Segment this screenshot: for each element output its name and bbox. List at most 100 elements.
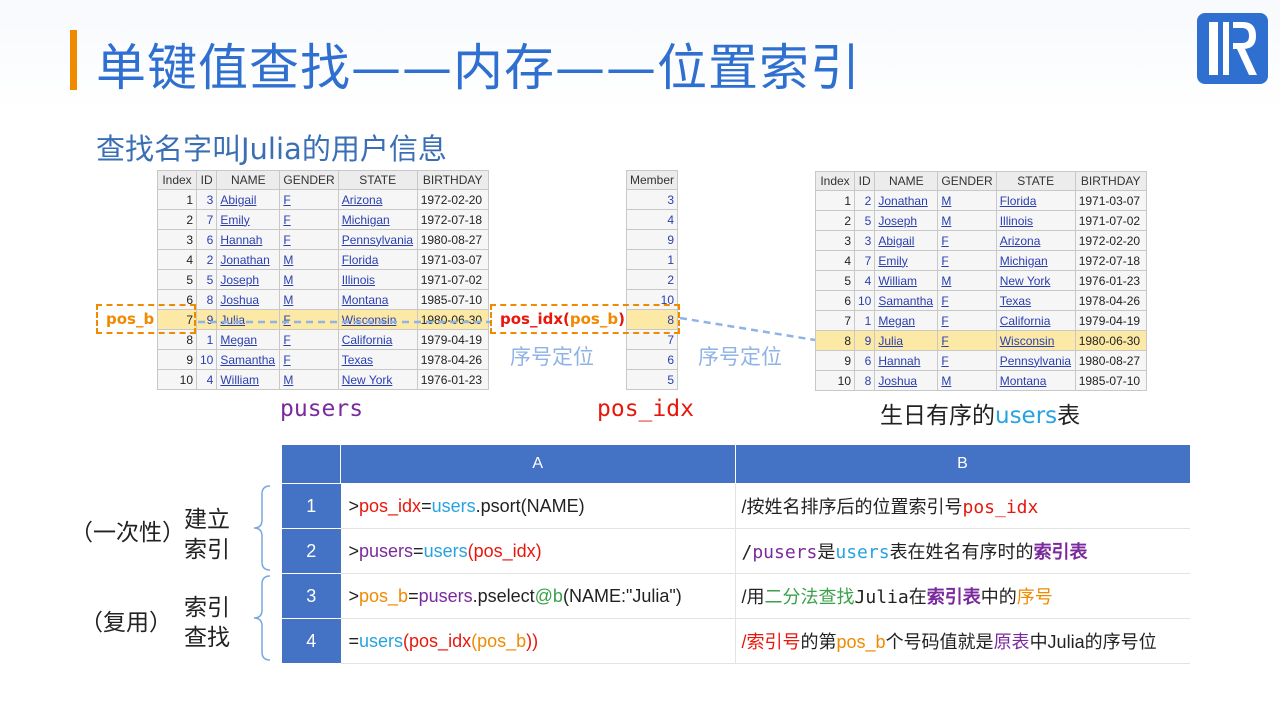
table-cell[interactable]: F — [279, 349, 339, 370]
column-header[interactable]: ID — [195, 170, 218, 190]
table-cell[interactable]: Hannah — [874, 350, 939, 371]
table-cell[interactable]: Florida — [337, 249, 418, 270]
table-cell: 7 — [157, 309, 197, 330]
code-cell-a3[interactable]: >pos_b=pusers.pselect@b(NAME:"Julia") — [340, 573, 736, 619]
code-row[interactable]: 4 =users(pos_idx(pos_b)) /索引号的第pos_b个号码值… — [282, 618, 1190, 664]
table-row[interactable]: 9 — [625, 229, 679, 250]
table-cell[interactable]: Pennsylvania — [337, 229, 418, 250]
table-cell[interactable]: Florida — [995, 190, 1076, 211]
code-cell-b1[interactable]: /按姓名排序后的位置索引号pos_idx — [735, 483, 1190, 529]
table-cell[interactable]: New York — [995, 270, 1076, 291]
table-cell[interactable]: Megan — [874, 310, 939, 331]
table-cell[interactable]: M — [279, 269, 339, 290]
table-cell[interactable]: Arizona — [995, 230, 1076, 251]
table-cell[interactable]: M — [279, 249, 339, 270]
table-cell[interactable]: F — [279, 209, 339, 230]
table-cell[interactable]: Michigan — [995, 250, 1076, 271]
table-cell[interactable]: Wisconsin — [995, 330, 1076, 351]
table-cell[interactable]: Samantha — [874, 290, 939, 311]
table-cell[interactable]: California — [337, 329, 418, 350]
table-cell[interactable]: F — [937, 230, 997, 251]
table-cell[interactable]: M — [937, 370, 997, 391]
code-row[interactable]: 2 >pusers=users(pos_idx) /pusers是users表在… — [282, 528, 1190, 574]
code-cell-b3[interactable]: /用二分法查找Julia在索引表中的序号 — [735, 573, 1190, 619]
table-cell: 8 — [853, 370, 876, 391]
column-header[interactable]: Index — [157, 170, 197, 190]
code-cell-b2[interactable]: /pusers是users表在姓名有序时的索引表 — [735, 528, 1190, 574]
table-cell[interactable]: M — [937, 190, 997, 211]
table-row[interactable]: 6 — [625, 349, 679, 370]
table-cell[interactable]: Emily — [874, 250, 939, 271]
table-cell[interactable]: Megan — [216, 329, 281, 350]
table-row[interactable]: 5 — [625, 369, 679, 390]
table-cell: 1972-07-18 — [416, 209, 489, 230]
table-cell[interactable]: Arizona — [337, 189, 418, 210]
code-row[interactable]: 3 >pos_b=pusers.pselect@b(NAME:"Julia") … — [282, 573, 1190, 619]
table-cell[interactable]: Julia — [874, 330, 939, 351]
table-cell[interactable]: Joseph — [216, 269, 281, 290]
table-cell[interactable]: Emily — [216, 209, 281, 230]
column-header[interactable]: ID — [853, 171, 876, 191]
column-header[interactable]: STATE — [337, 170, 418, 190]
table-cell[interactable]: Jonathan — [216, 249, 281, 270]
table-cell[interactable]: M — [937, 270, 997, 291]
column-header[interactable]: STATE — [995, 171, 1076, 191]
table-cell[interactable]: California — [995, 310, 1076, 331]
table-cell[interactable]: Michigan — [337, 209, 418, 230]
table-cell[interactable]: Illinois — [337, 269, 418, 290]
table-cell[interactable]: Joshua — [216, 289, 281, 310]
table-cell[interactable]: Joseph — [874, 210, 939, 231]
table-cell[interactable]: Hannah — [216, 229, 281, 250]
table-cell[interactable]: M — [937, 210, 997, 231]
code-cell-a1[interactable]: >pos_idx=users.psort(NAME) — [340, 483, 736, 529]
table-cell[interactable]: Abigail — [216, 189, 281, 210]
code-cell-b4[interactable]: /索引号的第pos_b个号码值就是原表中Julia的序号位 — [735, 618, 1190, 664]
table-cell[interactable]: Abigail — [874, 230, 939, 251]
table-cell[interactable]: Samantha — [216, 349, 281, 370]
table-cell: 1980-06-30 — [1074, 330, 1147, 351]
column-header[interactable]: BIRTHDAY — [416, 170, 489, 190]
table-cell[interactable]: Texas — [995, 290, 1076, 311]
column-header[interactable]: GENDER — [279, 170, 339, 190]
table-row[interactable]: 4 — [625, 209, 679, 230]
column-header[interactable]: NAME — [874, 171, 939, 191]
table-cell[interactable]: F — [937, 350, 997, 371]
table-row[interactable]: 7 — [625, 329, 679, 350]
table-cell[interactable]: F — [279, 189, 339, 210]
table-cell[interactable]: Montana — [995, 370, 1076, 391]
table-cell[interactable]: F — [279, 309, 339, 330]
table-cell[interactable]: Illinois — [995, 210, 1076, 231]
table-cell[interactable]: M — [279, 289, 339, 310]
table-cell[interactable]: M — [279, 369, 339, 390]
table-cell[interactable]: Jonathan — [874, 190, 939, 211]
code-row[interactable]: 1 >pos_idx=users.psort(NAME) /按姓名排序后的位置索… — [282, 483, 1190, 529]
table-cell[interactable]: F — [937, 290, 997, 311]
table-cell[interactable]: Joshua — [874, 370, 939, 391]
table-row[interactable]: 2 — [625, 269, 679, 290]
code-cell-a2[interactable]: >pusers=users(pos_idx) — [340, 528, 736, 574]
table-cell[interactable]: New York — [337, 369, 418, 390]
table-cell[interactable]: F — [279, 229, 339, 250]
column-header[interactable]: NAME — [216, 170, 281, 190]
column-header[interactable]: GENDER — [937, 171, 997, 191]
code-cell-a4[interactable]: =users(pos_idx(pos_b)) — [340, 618, 736, 664]
table-cell[interactable]: Montana — [337, 289, 418, 310]
table-cell[interactable]: F — [279, 329, 339, 350]
